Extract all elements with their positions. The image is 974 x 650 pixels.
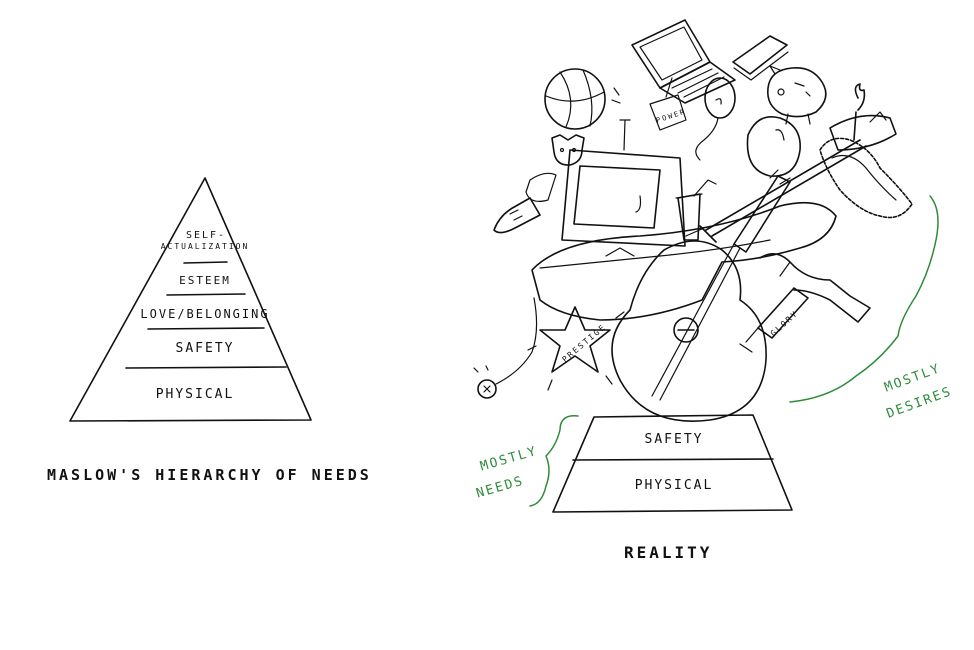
- yoyo-icon: [473, 297, 538, 399]
- maslow-pyramid-outline: [69, 177, 312, 422]
- scarf-icon: [829, 111, 897, 151]
- glory-tag: GLORY: [739, 287, 809, 353]
- power-tag: POWER: [649, 77, 687, 131]
- basketball-icon: [544, 68, 621, 130]
- computer-monitor-icon: [561, 119, 686, 247]
- reality-trapezoid-outline: [552, 414, 793, 513]
- maslow-level-self-actualization-line2: ACTUALIZATION: [161, 242, 250, 251]
- teddy-bear-icon: [525, 134, 585, 202]
- reality-pyramid-base: SAFETY PHYSICAL: [552, 414, 793, 513]
- maslow-caption: MASLOW'S HIERARCHY OF NEEDS: [47, 466, 372, 484]
- maslow-divider-4: [125, 366, 287, 369]
- laptop-icon: [631, 19, 736, 104]
- reality-level-physical: PHYSICAL: [635, 478, 714, 493]
- maslow-pyramid: SELF- ACTUALIZATION ESTEEM LOVE/BELONGIN…: [69, 177, 312, 422]
- hat-icon: [746, 116, 801, 177]
- ribbon-icon: [759, 253, 871, 323]
- reality-divider: [572, 458, 774, 461]
- maslow-level-safety: SAFETY: [176, 341, 235, 356]
- reality-caption: REALITY: [624, 543, 712, 562]
- mostly-needs-brace: [529, 415, 579, 507]
- glory-tag-label: GLORY: [769, 309, 800, 339]
- guitar-icon: [611, 169, 791, 422]
- maslow-divider-3: [147, 327, 265, 330]
- sack-icon: [531, 201, 837, 321]
- mostly-needs-line2: NEEDS: [475, 474, 526, 502]
- lei-garland-icon: [819, 137, 913, 219]
- power-tag-label: POWER: [655, 108, 687, 125]
- reality-level-safety: SAFETY: [645, 432, 704, 447]
- piggy-bank-icon: [766, 65, 827, 125]
- mostly-needs-line1: MOSTLY: [479, 444, 540, 475]
- maslow-divider-1: [183, 261, 228, 264]
- mostly-desires-annotation: MOSTLY DESIRES: [789, 195, 954, 422]
- maslow-level-self-actualization-line1: SELF-: [186, 230, 226, 241]
- mostly-needs-annotation: MOSTLY NEEDS: [475, 415, 579, 507]
- maslow-level-love-belonging: LOVE/BELONGING: [140, 307, 269, 321]
- mostly-desires-brace: [789, 195, 939, 403]
- maslow-level-esteem: ESTEEM: [179, 274, 231, 287]
- drink-cup-icon: [675, 179, 717, 241]
- flame-icon: [853, 83, 866, 141]
- maslow-level-physical: PHYSICAL: [156, 387, 235, 402]
- sneaker-icon: [493, 197, 541, 234]
- desires-pile: POWER: [473, 19, 913, 422]
- balloon-icon: [695, 77, 736, 161]
- maslow-divider-2: [166, 293, 246, 296]
- sword-icon: [685, 139, 867, 243]
- book-icon: [732, 35, 789, 81]
